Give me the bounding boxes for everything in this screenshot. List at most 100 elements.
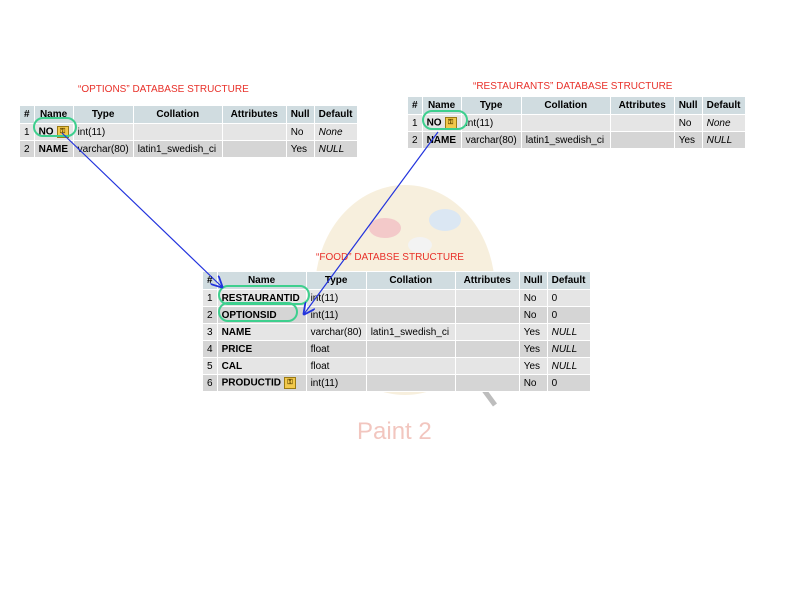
- field-null: No: [519, 290, 547, 306]
- field-default: 0: [547, 375, 590, 391]
- field-attributes: [222, 141, 286, 157]
- row-number: 6: [203, 375, 217, 391]
- field-null: Yes: [286, 141, 314, 157]
- row-number: 1: [20, 124, 34, 140]
- restaurants-header-row: # Name Type Collation Attributes Null De…: [408, 97, 745, 114]
- row-number: 2: [203, 307, 217, 323]
- field-type: int(11): [306, 375, 366, 391]
- row-number: 2: [20, 141, 34, 157]
- field-type: varchar(80): [73, 141, 133, 157]
- row-number: 3: [203, 324, 217, 340]
- row-number: 2: [408, 132, 422, 148]
- field-null: Yes: [519, 324, 547, 340]
- table-row: 4 PRICE float Yes NULL: [203, 341, 590, 357]
- field-default: None: [702, 115, 745, 131]
- field-name: NAME: [34, 141, 73, 157]
- field-type: varchar(80): [461, 132, 521, 148]
- col-header-attributes: Attributes: [222, 106, 286, 123]
- field-collation: latin1_swedish_ci: [521, 132, 610, 148]
- field-attributes: [455, 290, 519, 306]
- field-type: float: [306, 358, 366, 374]
- table-row: 3 NAME varchar(80) latin1_swedish_ci Yes…: [203, 324, 590, 340]
- col-header-default: Default: [314, 106, 357, 123]
- table-row: 5 CAL float Yes NULL: [203, 358, 590, 374]
- row-number: 4: [203, 341, 217, 357]
- field-collation: latin1_swedish_ci: [133, 141, 222, 157]
- col-header-name: Name: [217, 272, 306, 289]
- col-header-collation: Collation: [521, 97, 610, 114]
- field-collation: [133, 124, 222, 140]
- field-collation: [521, 115, 610, 131]
- field-null: No: [519, 375, 547, 391]
- field-null: Yes: [519, 358, 547, 374]
- field-default: 0: [547, 307, 590, 323]
- col-header-type: Type: [73, 106, 133, 123]
- field-type: int(11): [306, 307, 366, 323]
- col-header-name: Name: [422, 97, 461, 114]
- col-header-name: Name: [34, 106, 73, 123]
- field-attributes: [455, 307, 519, 323]
- field-type: int(11): [73, 124, 133, 140]
- col-header-default: Default: [702, 97, 745, 114]
- col-header-default: Default: [547, 272, 590, 289]
- field-name: NAME: [217, 324, 306, 340]
- table-row: 6 PRODUCTID⚿ int(11) No 0: [203, 375, 590, 391]
- field-attributes: [222, 124, 286, 140]
- field-collation: [366, 307, 455, 323]
- col-header-type: Type: [461, 97, 521, 114]
- key-icon: ⚿: [284, 377, 297, 389]
- col-header-null: Null: [286, 106, 314, 123]
- row-number: 5: [203, 358, 217, 374]
- options-table: # Name Type Collation Attributes Null De…: [19, 105, 358, 158]
- field-default: NULL: [547, 324, 590, 340]
- food-table: # Name Type Collation Attributes Null De…: [202, 271, 591, 392]
- field-name: CAL: [217, 358, 306, 374]
- field-collation: [366, 341, 455, 357]
- field-default: 0: [547, 290, 590, 306]
- table-row: 1 NO⚿ int(11) No None: [408, 115, 745, 131]
- field-default: None: [314, 124, 357, 140]
- food-title: “FOOD” DATABSE STRUCTURE: [316, 252, 464, 263]
- field-type: float: [306, 341, 366, 357]
- key-icon: ⚿: [56, 126, 69, 138]
- field-attributes: [455, 341, 519, 357]
- col-header-attributes: Attributes: [455, 272, 519, 289]
- field-null: No: [674, 115, 702, 131]
- field-collation: [366, 358, 455, 374]
- field-collation: [366, 290, 455, 306]
- field-type: int(11): [306, 290, 366, 306]
- restaurants-title: “RESTAURANTS” DATABASE STRUCTURE: [473, 81, 673, 92]
- field-name: NO: [426, 117, 442, 129]
- col-header-attributes: Attributes: [610, 97, 674, 114]
- field-null: Yes: [674, 132, 702, 148]
- key-icon: ⚿: [444, 117, 457, 129]
- field-attributes: [455, 358, 519, 374]
- watermark-text: Paint 2: [357, 418, 432, 445]
- field-name: PRICE: [217, 341, 306, 357]
- col-header-collation: Collation: [133, 106, 222, 123]
- field-attributes: [610, 132, 674, 148]
- field-attributes: [610, 115, 674, 131]
- col-header-number: #: [408, 97, 422, 114]
- field-attributes: [455, 324, 519, 340]
- field-default: NULL: [702, 132, 745, 148]
- food-header-row: # Name Type Collation Attributes Null De…: [203, 272, 590, 289]
- field-null: No: [519, 307, 547, 323]
- table-row: 1 RESTAURANTID int(11) No 0: [203, 290, 590, 306]
- field-null: No: [286, 124, 314, 140]
- field-type: varchar(80): [306, 324, 366, 340]
- field-name: OPTIONSID: [217, 307, 306, 323]
- col-header-number: #: [20, 106, 34, 123]
- field-name: RESTAURANTID: [217, 290, 306, 306]
- table-row: 2 NAME varchar(80) latin1_swedish_ci Yes…: [20, 141, 357, 157]
- col-header-number: #: [203, 272, 217, 289]
- field-name-cell: NO⚿: [34, 124, 73, 140]
- options-title: “OPTIONS” DATABASE STRUCTURE: [78, 84, 249, 95]
- col-header-null: Null: [674, 97, 702, 114]
- field-collation: latin1_swedish_ci: [366, 324, 455, 340]
- table-row: 2 NAME varchar(80) latin1_swedish_ci Yes…: [408, 132, 745, 148]
- field-name: NAME: [422, 132, 461, 148]
- options-header-row: # Name Type Collation Attributes Null De…: [20, 106, 357, 123]
- field-type: int(11): [461, 115, 521, 131]
- field-null: Yes: [519, 341, 547, 357]
